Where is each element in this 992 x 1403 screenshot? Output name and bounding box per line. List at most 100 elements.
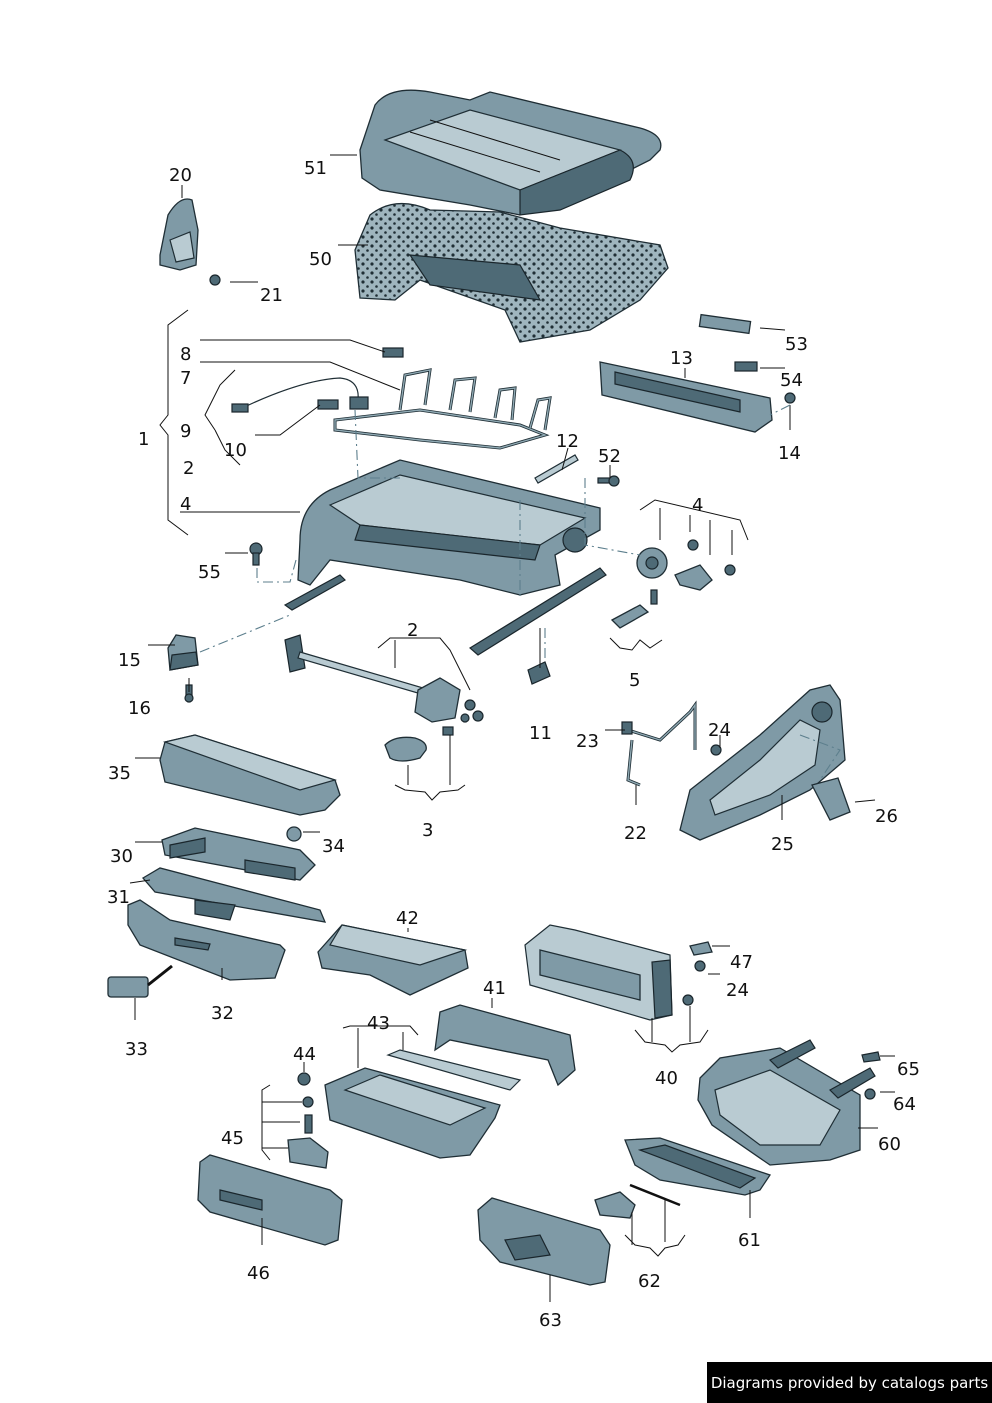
screw-44 [297, 1072, 311, 1086]
label-4a: 4 [180, 494, 191, 515]
label-47: 47 [730, 952, 753, 973]
label-4b: 4 [692, 495, 703, 516]
label-1: 1 [138, 429, 149, 450]
clip-11 [527, 661, 551, 685]
latch-62 [594, 1183, 681, 1219]
handle-26 [811, 777, 851, 821]
label-2b: 2 [407, 620, 418, 641]
recliner-disc-4 [636, 539, 736, 591]
knob-33 [107, 964, 173, 998]
trim-32 [127, 899, 286, 981]
screw-64 [864, 1088, 876, 1100]
fixings-45 [287, 1096, 329, 1169]
cover-63 [477, 1197, 611, 1286]
cable-end-9 [231, 403, 249, 413]
screw-24 [710, 744, 722, 756]
bracket-20 [159, 198, 199, 271]
cushion-35 [159, 734, 341, 816]
clip-10 [317, 399, 339, 410]
height-adjuster-2 [284, 634, 484, 723]
label-63: 63 [539, 1310, 562, 1331]
tray-61 [624, 1137, 772, 1196]
side-trim-25 [679, 684, 846, 841]
label-42: 42 [396, 908, 419, 929]
clip-23 [621, 721, 633, 735]
label-60: 60 [878, 1134, 901, 1155]
label-3: 3 [422, 820, 433, 841]
label-61: 61 [738, 1230, 761, 1251]
trim-53 [698, 313, 752, 335]
release-cable-22 [621, 700, 722, 787]
label-20: 20 [169, 165, 192, 186]
label-51: 51 [304, 158, 327, 179]
label-9: 9 [180, 421, 191, 442]
label-35: 35 [108, 763, 131, 784]
label-22: 22 [624, 823, 647, 844]
label-55: 55 [198, 562, 221, 583]
bracket-31 [142, 867, 327, 923]
label-54: 54 [780, 370, 803, 391]
seat-cover-51 [359, 89, 662, 216]
label-53: 53 [785, 334, 808, 355]
spring-mat-7 [333, 368, 552, 450]
label-16: 16 [128, 698, 151, 719]
label-2a: 2 [183, 458, 194, 479]
label-15: 15 [118, 650, 141, 671]
label-30: 30 [110, 846, 133, 867]
label-13: 13 [670, 348, 693, 369]
clip-54 [734, 361, 758, 372]
panel-13 [599, 361, 773, 433]
label-11: 11 [529, 723, 552, 744]
frame-40 [524, 924, 673, 1021]
label-43: 43 [367, 1013, 390, 1034]
label-25: 25 [771, 834, 794, 855]
label-64: 64 [893, 1094, 916, 1115]
bracket-41 [434, 1004, 576, 1087]
watermark-banner: Diagrams provided by catalogs parts [707, 1362, 992, 1403]
label-7: 7 [180, 368, 191, 389]
label-33: 33 [125, 1039, 148, 1060]
clip-8 [382, 347, 404, 358]
label-24a: 24 [708, 720, 731, 741]
label-44: 44 [293, 1044, 316, 1065]
label-31: 31 [107, 887, 130, 908]
screw-21 [209, 274, 221, 286]
label-52: 52 [598, 446, 621, 467]
alignment-lines [199, 404, 841, 781]
label-26: 26 [875, 806, 898, 827]
label-32: 32 [211, 1003, 234, 1024]
label-24b: 24 [726, 980, 749, 1001]
bracket-30 [161, 827, 316, 881]
rod-12 [534, 454, 579, 484]
seat-frame-4 [283, 459, 607, 656]
knob-3 [384, 726, 454, 762]
label-62: 62 [638, 1271, 661, 1292]
cover-46 [197, 1154, 343, 1246]
tray-42 [317, 924, 469, 996]
housing-60 [697, 1039, 876, 1166]
label-21: 21 [260, 285, 283, 306]
foam-pad-50 [354, 202, 669, 343]
label-46: 46 [247, 1263, 270, 1284]
leader-lines [129, 154, 895, 1302]
label-65: 65 [897, 1059, 920, 1080]
screw-55 [249, 542, 263, 566]
label-12: 12 [556, 431, 579, 452]
screw-52 [597, 475, 620, 487]
bracket-15 [167, 634, 199, 671]
label-45: 45 [221, 1128, 244, 1149]
label-23: 23 [576, 731, 599, 752]
screw-24b [682, 960, 706, 1006]
screw-14 [784, 392, 796, 404]
label-10: 10 [224, 440, 247, 461]
label-5: 5 [629, 670, 640, 691]
clip-7 [349, 396, 369, 410]
nut-34 [286, 826, 302, 842]
label-41: 41 [483, 978, 506, 999]
drawer-43 [324, 1049, 522, 1159]
label-8: 8 [180, 344, 191, 365]
clip-47 [689, 941, 713, 956]
cable-9 [237, 377, 359, 411]
label-40: 40 [655, 1068, 678, 1089]
